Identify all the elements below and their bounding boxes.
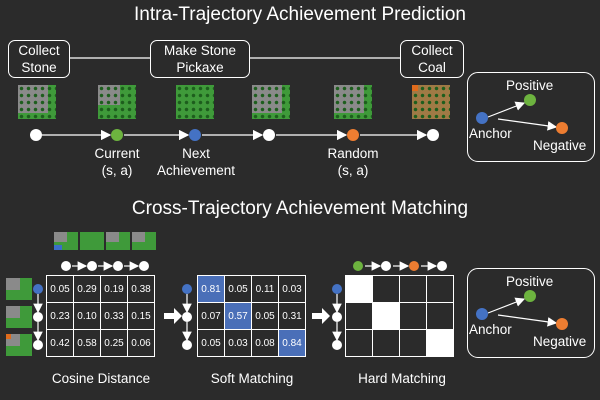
game-frame xyxy=(334,85,372,119)
legend-positive: Positive xyxy=(506,78,554,93)
legend-negative: Negative xyxy=(533,138,587,153)
legend-anchor-dot xyxy=(476,308,488,320)
matrix-cell: 0.05 xyxy=(198,330,225,357)
matrix-cell: 0.84 xyxy=(279,330,306,357)
matrix-cell: 0.42 xyxy=(47,330,74,357)
mini-frame xyxy=(132,232,156,250)
legend-negative-dot xyxy=(556,122,568,134)
side-frame xyxy=(6,278,32,300)
matrix-cell xyxy=(400,303,427,330)
matrix-cell: 0.06 xyxy=(128,330,155,357)
legend-positive-dot xyxy=(524,290,536,302)
side-frame xyxy=(6,334,32,356)
step-arrow-1 xyxy=(164,308,182,324)
matrix-cell xyxy=(400,330,427,357)
matrix-cell xyxy=(346,330,373,357)
label-random: Random (s, a) xyxy=(327,146,379,178)
label-current: Current (s, a) xyxy=(94,146,140,178)
matrix-cell: 0.38 xyxy=(128,276,155,303)
matrix-cell xyxy=(373,330,400,357)
matrix-cell: 0.05 xyxy=(252,303,279,330)
matrix-cell: 0.23 xyxy=(47,303,74,330)
matrix-cell: 0.33 xyxy=(101,303,128,330)
side-frame xyxy=(6,306,32,328)
matrix-cell: 0.29 xyxy=(74,276,101,303)
hard-matrix xyxy=(345,275,454,357)
matrix-cell: 0.58 xyxy=(74,330,101,357)
achievement-label: Collect Coal xyxy=(411,43,453,75)
timeline-node-current xyxy=(111,129,123,141)
matrix-cell: 0.03 xyxy=(279,276,306,303)
achievement-collect-stone: Collect Stone xyxy=(8,40,70,78)
game-frame xyxy=(98,85,136,119)
legend-positive-dot xyxy=(524,94,536,106)
timeline-node xyxy=(427,129,439,141)
matrix-cell xyxy=(346,303,373,330)
legend-box-top xyxy=(467,72,595,162)
game-frame xyxy=(252,85,290,119)
matrix-cell: 0.05 xyxy=(225,276,252,303)
timeline-node xyxy=(30,129,42,141)
matrix-cell xyxy=(427,330,454,357)
matrix-cell: 0.19 xyxy=(101,276,128,303)
mini-frame xyxy=(54,232,78,250)
matrix-cell: 0.81 xyxy=(198,276,225,303)
timeline-node-random xyxy=(347,129,359,141)
label-soft-matching: Soft Matching xyxy=(210,371,294,386)
matrix-cell xyxy=(400,276,427,303)
achievement-collect-coal: Collect Coal xyxy=(400,40,464,78)
mini-frame xyxy=(80,232,104,250)
matrix-cell xyxy=(427,276,454,303)
achievement-make-stone-pickaxe: Make Stone Pickaxe xyxy=(150,40,250,78)
legend-negative: Negative xyxy=(533,334,587,349)
matrix-cell: 0.10 xyxy=(74,303,101,330)
matrix-cell: 0.31 xyxy=(279,303,306,330)
matrix-cell: 0.15 xyxy=(128,303,155,330)
intra-title: Intra-Trajectory Achievement Prediction xyxy=(134,4,466,25)
game-frame xyxy=(18,85,56,119)
achievement-label: Make Stone Pickaxe xyxy=(163,43,237,75)
cross-title: Cross-Trajectory Achievement Matching xyxy=(131,198,469,219)
legend-anchor-dot xyxy=(476,112,488,124)
matrix-cell: 0.11 xyxy=(252,276,279,303)
matrix-cell xyxy=(373,303,400,330)
legend-positive: Positive xyxy=(506,274,554,289)
matrix-cell: 0.25 xyxy=(101,330,128,357)
legend-anchor: Anchor xyxy=(469,322,512,337)
timeline-node-next xyxy=(189,129,201,141)
game-frame xyxy=(412,85,450,119)
legend-anchor: Anchor xyxy=(469,126,512,141)
timeline-node xyxy=(263,129,275,141)
matrix-cell: 0.57 xyxy=(225,303,252,330)
label-hard-matching: Hard Matching xyxy=(358,371,446,386)
matrix-cell: 0.03 xyxy=(225,330,252,357)
matrix-cell xyxy=(373,276,400,303)
matrix-cell: 0.08 xyxy=(252,330,279,357)
matrix-cell xyxy=(427,303,454,330)
game-frame xyxy=(176,85,214,119)
mini-frame xyxy=(106,232,130,250)
label-next-achievement: Next Achievement xyxy=(156,146,236,178)
legend-arrows-top xyxy=(487,101,558,131)
matrix-cell: 0.05 xyxy=(47,276,74,303)
step-arrow-2 xyxy=(312,308,330,324)
legend-negative-dot xyxy=(556,318,568,330)
legend-box-bottom xyxy=(467,268,595,358)
achievement-label: Collect Stone xyxy=(18,43,60,75)
label-cosine-distance: Cosine Distance xyxy=(51,371,151,386)
legend-arrows-bottom xyxy=(487,297,558,327)
matrix-cell: 0.07 xyxy=(198,303,225,330)
matrix-cell xyxy=(346,276,373,303)
